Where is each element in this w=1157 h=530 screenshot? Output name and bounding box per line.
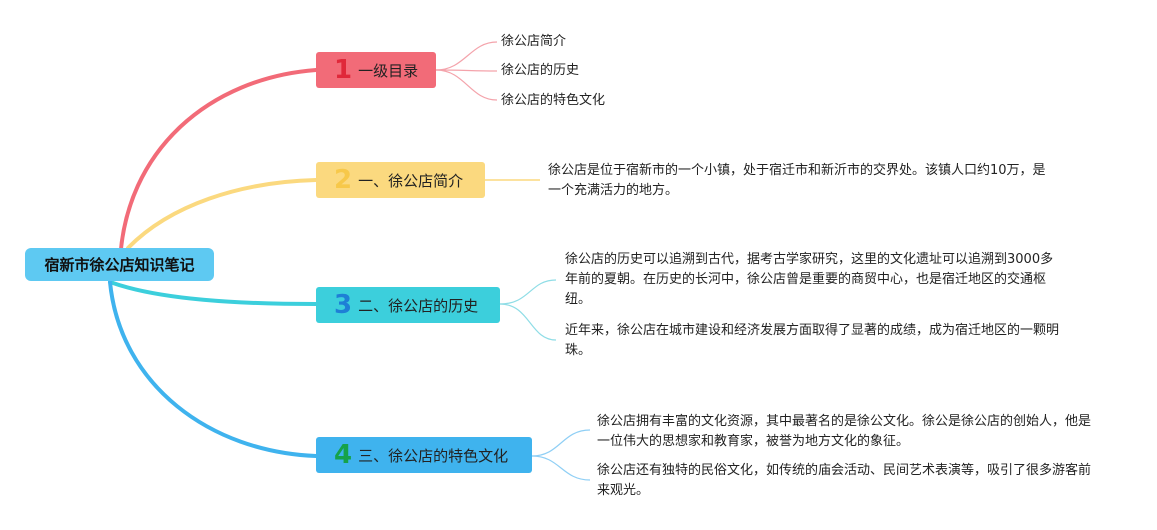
branch-number-3: 3 [334,290,353,320]
branch-4-child-line [531,429,591,457]
branch-1-child-3[interactable]: 徐公店的特色文化 [501,93,606,108]
branch-1-child-line [435,41,498,71]
branch-label-4: 三、徐公店的特色文化 [358,446,509,465]
branch-3-child-line [499,279,557,305]
branch-1-child-2[interactable]: 徐公店的历史 [501,63,580,78]
branch-4-child-1[interactable]: 徐公店拥有丰富的文化资源，其中最著名的是徐公文化。徐公是徐公店的创始人，他是一位… [597,414,1092,449]
branch-node-2[interactable]: 2 一、徐公店简介 [316,162,485,198]
branch-1-child-1[interactable]: 徐公店简介 [501,34,567,49]
branch-3-line [108,280,318,306]
branch-4-child-line [531,455,591,481]
branch-4-line [108,280,318,458]
root-node[interactable]: 宿新市徐公店知识笔记 [25,248,214,281]
branch-1-child-line [435,69,498,101]
branch-number-4: 4 [334,440,353,470]
branch-node-1[interactable]: 1 一级目录 [316,52,436,88]
branch-1-line [118,68,318,264]
branch-4-child-2[interactable]: 徐公店还有独特的民俗文化，如传统的庙会活动、民间艺术表演等，吸引了很多游客前来观… [597,463,1092,498]
branch-label-1: 一级目录 [358,61,419,80]
branch-number-1: 1 [334,55,353,85]
branch-label-2: 一、徐公店简介 [358,171,464,190]
branch-2-child-1[interactable]: 徐公店是位于宿新市的一个小镇，处于宿迁市和新沂市的交界处。该镇人口约10万，是一… [548,163,1046,198]
branch-3-child-line [499,303,557,341]
branch-2-line [126,178,318,250]
branch-label-3: 二、徐公店的历史 [358,296,479,315]
branch-3-child-1[interactable]: 徐公店的历史可以追溯到古代，据考古学家研究，这里的文化遗址可以追溯到3000多年… [565,252,1054,307]
branch-node-3[interactable]: 3 二、徐公店的历史 [316,287,500,323]
branch-number-2: 2 [334,165,353,195]
branch-node-4[interactable]: 4 三、徐公店的特色文化 [316,437,532,473]
root-label: 宿新市徐公店知识笔记 [44,256,195,274]
branch-3-child-2[interactable]: 近年来，徐公店在城市建设和经济发展方面取得了显著的成绩，成为宿迁地区的一颗明珠。 [565,323,1060,358]
